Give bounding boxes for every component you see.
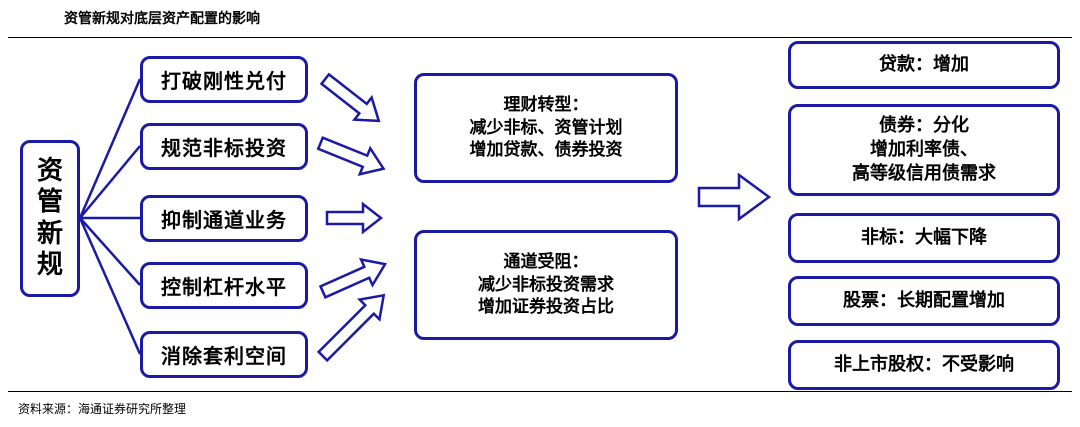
fan-line-4: [79, 217, 141, 286]
outcome-line: 债券：分化: [879, 114, 969, 136]
arrow-1: [319, 72, 381, 123]
arrow-5: [316, 293, 386, 363]
policy-node-4: 控制杠杆水平: [140, 262, 308, 309]
effect-line: 增加证券投资占比: [478, 297, 614, 318]
outcome-node-3: 非标：大幅下降: [788, 213, 1060, 263]
root-char: 规: [36, 249, 63, 280]
outcome-node-2: 债券：分化 增加利率债、 高等级信用债需求: [788, 104, 1060, 196]
root-char: 资: [36, 156, 63, 187]
diagram-title: 资管新规对底层资产配置的影响: [64, 11, 260, 27]
effect-title: 理财转型：: [503, 94, 589, 115]
outcome-line: 增加利率债、: [870, 138, 978, 160]
effect-node-1: 理财转型： 减少非标、资管计划 增加贷款、债券投资: [414, 73, 678, 183]
effect-line: 减少非标、资管计划: [469, 117, 623, 138]
bottom-rule: [8, 391, 1072, 392]
effect-node-2: 通道受阻： 减少非标投资需求 增加证券投资占比: [414, 230, 678, 340]
arrow-2: [316, 136, 386, 176]
policy-node-2: 规范非标投资: [140, 123, 308, 170]
policy-node-3: 抑制通道业务: [140, 195, 308, 242]
effect-line: 增加贷款、债券投资: [469, 140, 623, 161]
policy-node-5: 消除套利空间: [140, 331, 308, 378]
outcome-line: 股票：长期配置增加: [843, 289, 1005, 311]
fan-line-5: [78, 217, 142, 355]
outcome-node-4: 股票：长期配置增加: [788, 276, 1060, 326]
outcome-node-1: 贷款：增加: [788, 41, 1060, 89]
outcome-line: 非标：大幅下降: [861, 226, 987, 248]
top-rule: [8, 37, 1072, 38]
outcome-line: 非上市股权：不受影响: [834, 353, 1014, 375]
outcome-node-5: 非上市股权：不受影响: [788, 340, 1060, 390]
arrow-4: [318, 257, 388, 299]
arrow-3: [325, 201, 384, 235]
root-char: 新: [36, 218, 63, 249]
main-arrow: [697, 172, 772, 222]
root-node: 资 管 新 规: [20, 140, 80, 297]
fan-line-1: [78, 78, 142, 219]
outcome-line: 高等级信用债需求: [852, 163, 996, 185]
effect-line: 减少非标投资需求: [478, 274, 614, 295]
fan-line-2: [79, 145, 141, 219]
outcome-line: 贷款：增加: [879, 53, 969, 75]
effect-title: 通道受阻：: [503, 251, 589, 272]
root-char: 管: [36, 187, 63, 218]
source-note: 资料来源：海通证券研究所整理: [18, 402, 187, 416]
policy-node-1: 打破刚性兑付: [140, 56, 308, 103]
